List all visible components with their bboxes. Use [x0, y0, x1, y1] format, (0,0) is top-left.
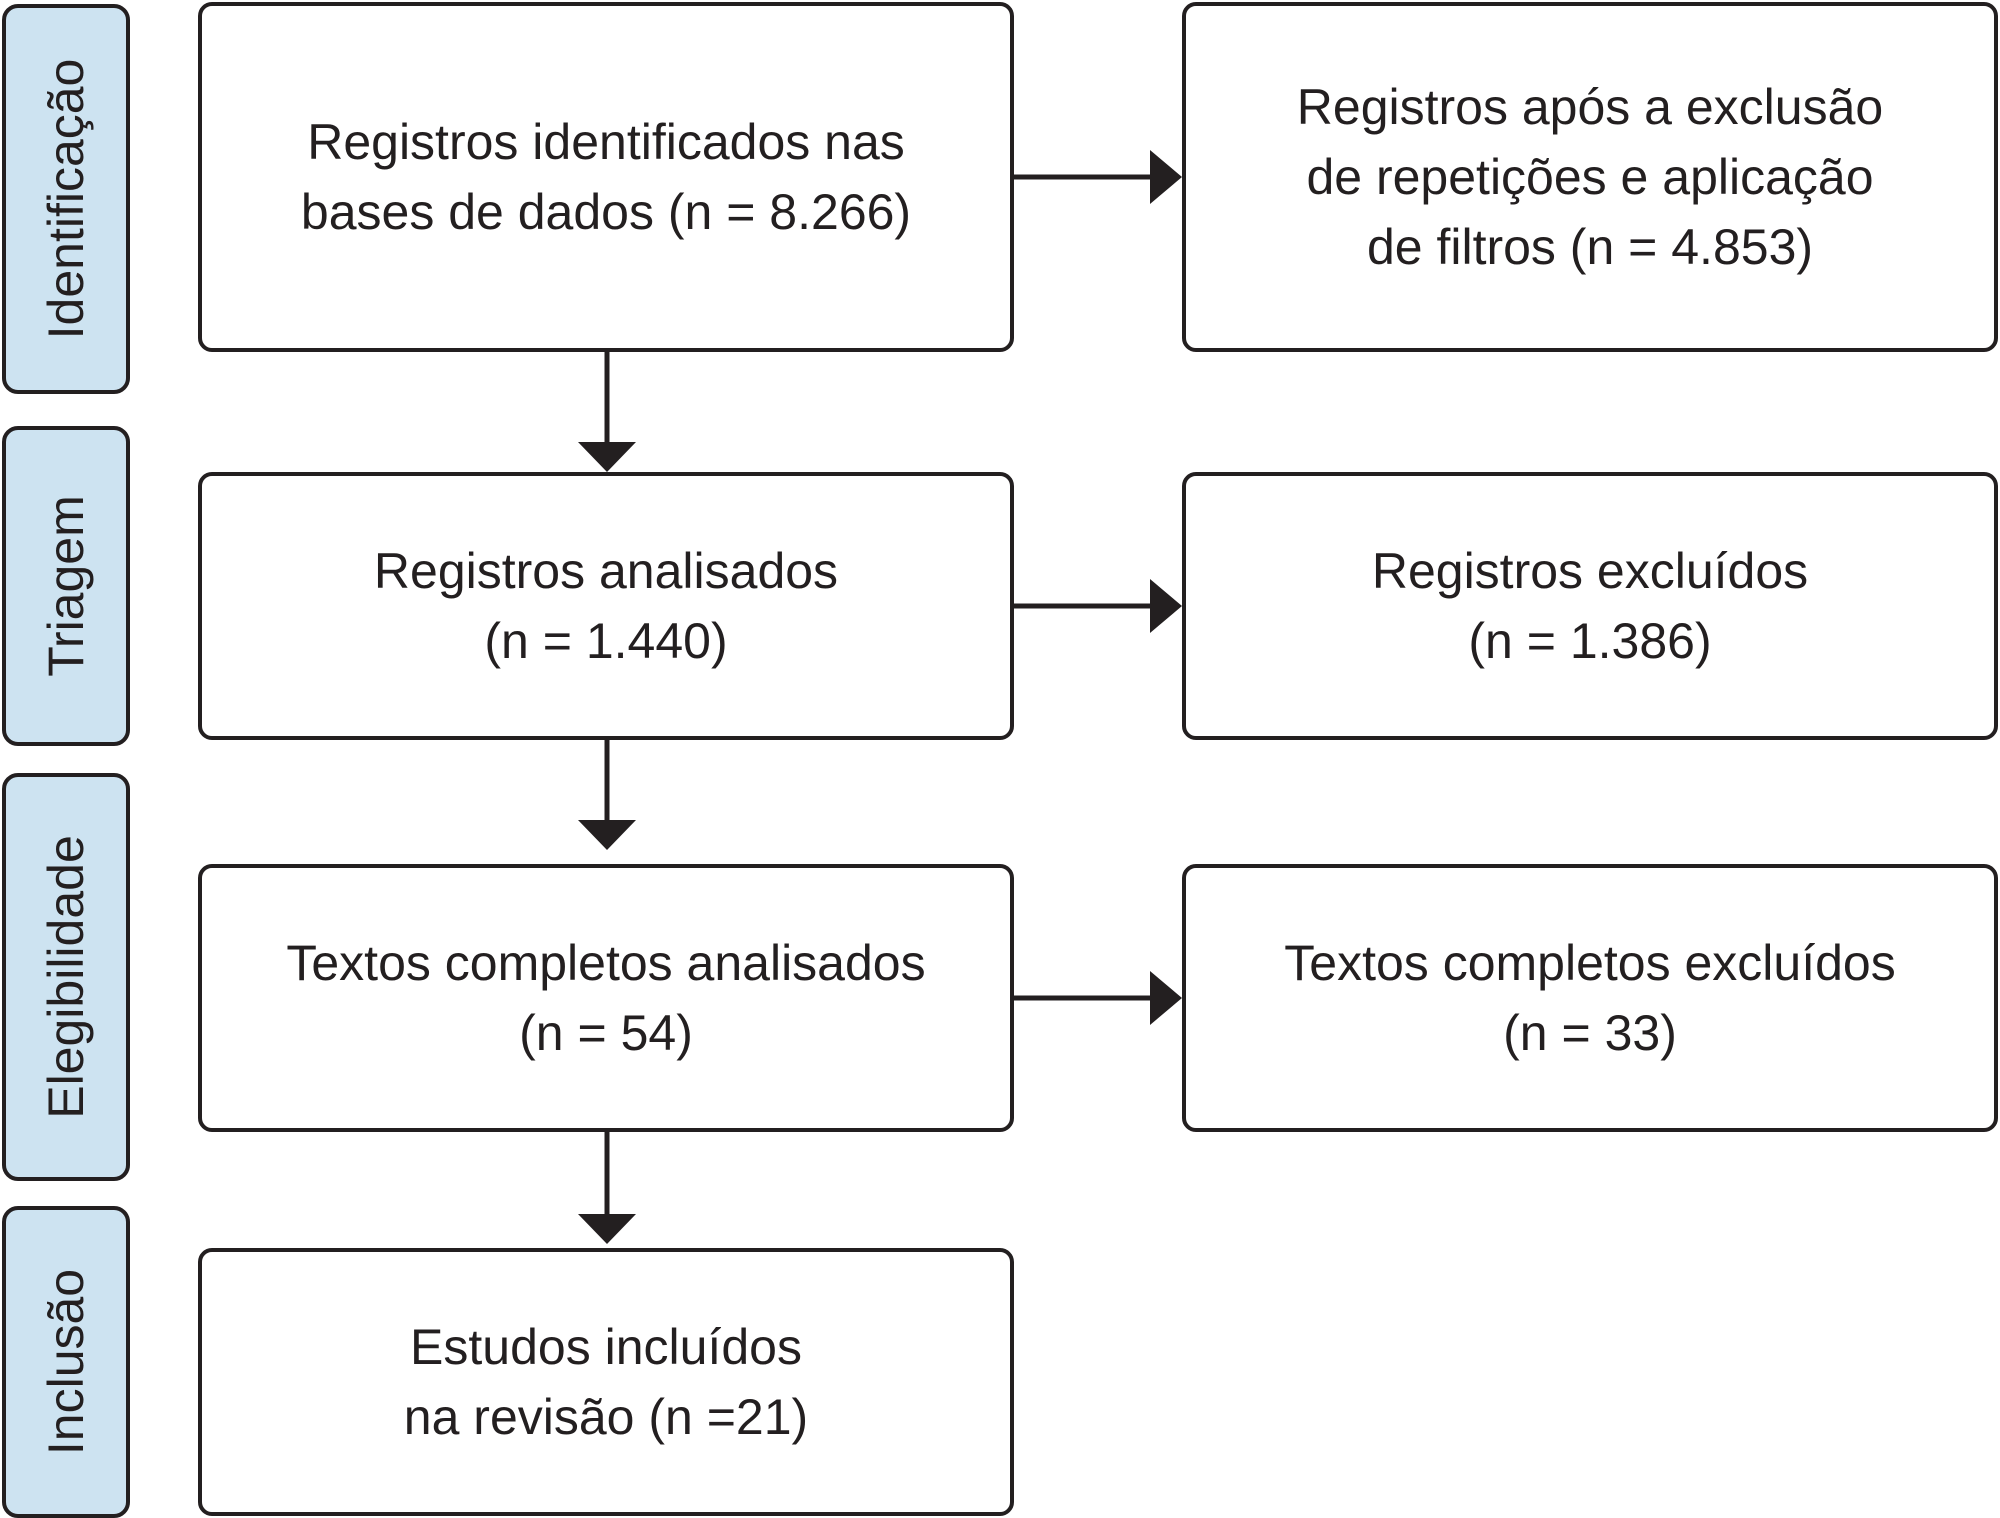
box-studies-included: Estudos incluídos na revisão (n =21)	[198, 1248, 1014, 1516]
box-line: de filtros (n = 4.853)	[1366, 219, 1814, 275]
arrowhead-down-2	[578, 820, 636, 850]
box-records-after-exclusion: Registros após a exclusão de repetições …	[1182, 2, 1998, 352]
box-records-excluded: Registros excluídos (n = 1.386)	[1182, 472, 1998, 740]
box-line: na revisão (n =21)	[403, 1389, 809, 1445]
box-line: Textos completos excluídos	[1284, 935, 1896, 991]
arrowhead-down-3	[578, 1214, 636, 1244]
box-line: de repetições e aplicação	[1306, 149, 1874, 205]
stage-label-triagem: Triagem	[2, 426, 130, 746]
arrowhead-right-2	[1150, 579, 1182, 633]
box-line: (n = 33)	[1503, 1005, 1677, 1061]
box-line: bases de dados (n = 8.266)	[300, 184, 912, 240]
arrowhead-right-3	[1150, 971, 1182, 1025]
box-line: Registros analisados	[373, 543, 839, 599]
box-line: (n = 1.440)	[484, 613, 728, 669]
box-line: Registros identificados nas	[307, 114, 905, 170]
box-line: Registros excluídos	[1371, 543, 1809, 599]
box-line: (n = 54)	[519, 1005, 693, 1061]
box-records-analyzed: Registros analisados (n = 1.440)	[198, 472, 1014, 740]
box-line: Estudos incluídos	[410, 1319, 802, 1375]
arrowhead-down-1	[578, 442, 636, 472]
stage-label-identificacao: Identificação	[2, 4, 130, 394]
stage-label-elegibilidade: Elegibilidade	[2, 773, 130, 1181]
box-line: Registros após a exclusão	[1296, 79, 1884, 135]
arrowhead-right-1	[1150, 150, 1182, 204]
box-line: (n = 1.386)	[1468, 613, 1712, 669]
box-records-identified: Registros identificados nas bases de dad…	[198, 2, 1014, 352]
box-fulltext-analyzed: Textos completos analisados (n = 54)	[198, 864, 1014, 1132]
stage-label-inclusao: Inclusão	[2, 1206, 130, 1518]
box-line: Textos completos analisados	[286, 935, 926, 991]
box-fulltext-excluded: Textos completos excluídos (n = 33)	[1182, 864, 1998, 1132]
